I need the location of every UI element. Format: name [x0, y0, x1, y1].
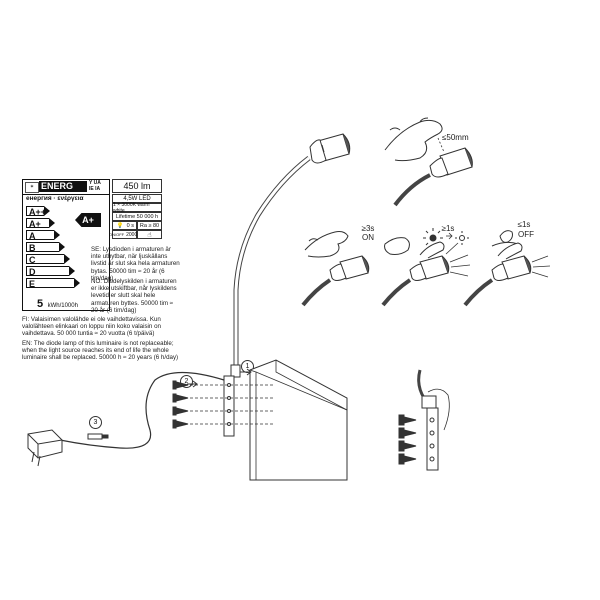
spec-lifetime: Lifetime 50 000 h: [112, 212, 162, 221]
eu-flag-icon: ✶: [25, 182, 39, 193]
on-time-label: ≥3s: [361, 224, 375, 233]
step-number-3: 3: [89, 416, 102, 429]
distance-label: ≤50mm: [442, 133, 469, 142]
lamp-dim-icon: [381, 241, 450, 307]
note-se: SE: Lysdioden i armaturen är inte utbytb…: [91, 246, 180, 282]
switch-cycle-icon: ON/OFF: [109, 232, 125, 237]
spec-warmup: 💡 0 s: [112, 221, 137, 230]
warmup-icon: 💡: [116, 222, 124, 229]
spec-color-temp: 1 × 3000K warm white: [112, 202, 162, 214]
bracket-detail: [417, 369, 450, 471]
energy-class-bar: A+: [26, 218, 55, 229]
energy-header-suffix-1: Y UA: [89, 180, 101, 186]
dim-time-label: ≥1s: [441, 224, 455, 233]
energy-consumption-unit: kWh/1000h: [47, 303, 78, 309]
light-rays: [531, 255, 551, 278]
screw-icon: [398, 414, 417, 465]
off-time-label: ≤1s: [517, 220, 531, 229]
screw-guides: [190, 384, 275, 425]
hand-press-icon: [384, 237, 410, 255]
gooseneck-arm: [233, 156, 311, 370]
energy-header-box: ENERG: [39, 181, 87, 192]
note-fi: FI: Valaisimen valolähde ei ole vaihdett…: [22, 316, 161, 338]
mounting-bracket: [223, 364, 241, 437]
energy-header-suffix-2: IE IA: [89, 186, 101, 192]
spec-dimmable: ☝: [137, 230, 162, 239]
spec-power: 4,5W LED: [112, 194, 162, 203]
step-number-1: 1: [241, 360, 254, 373]
step-number-2: 2: [180, 375, 193, 388]
dimmer-icon: ☝: [147, 231, 152, 239]
lamp-head-detail: [393, 147, 473, 207]
energy-class-bar: A: [26, 230, 60, 241]
cable-connector: [87, 433, 109, 440]
note-en: EN: The diode lamp of this luminaire is …: [22, 340, 179, 362]
note-no: NO: Diodelyskilden i armaturen er ikke u…: [91, 278, 177, 314]
power-cable: [59, 371, 225, 449]
hand-approach-icon: [384, 117, 443, 162]
energy-label-header: ✶ ENERG Y UA IE IA: [23, 180, 109, 195]
energy-consumption-value: 5: [37, 298, 44, 310]
energy-subheader: енергия · ενέργεια: [26, 195, 84, 202]
selected-class-marker: A+: [75, 213, 101, 227]
sun-dim-icon: [455, 231, 469, 245]
wall-panel: [249, 359, 348, 481]
light-rays: [445, 242, 471, 277]
lamp-off-icon: [463, 242, 532, 307]
energy-class-bar: D: [26, 266, 75, 277]
spec-cycles: ON/OFF 20000: [109, 230, 141, 239]
energy-class-bar: A++: [26, 206, 50, 217]
lamp-head: [309, 133, 351, 164]
hand-touch-on-icon: [304, 231, 349, 258]
off-label: OFF: [518, 230, 534, 239]
spec-cri: Ra ≥ 80: [137, 221, 162, 230]
power-adapter-icon: [27, 429, 63, 467]
spec-lumens: 450 lm: [112, 179, 162, 193]
lamp-on-icon: [301, 255, 370, 307]
energy-class-bar: E: [26, 278, 80, 289]
screw-icon: [172, 380, 189, 429]
energy-class-bar: B: [26, 242, 65, 253]
energy-label: ✶ ENERG Y UA IE IA енергия · ενέργεια A+…: [22, 179, 110, 311]
on-label: ON: [362, 233, 374, 242]
energy-class-bar: C: [26, 254, 70, 265]
